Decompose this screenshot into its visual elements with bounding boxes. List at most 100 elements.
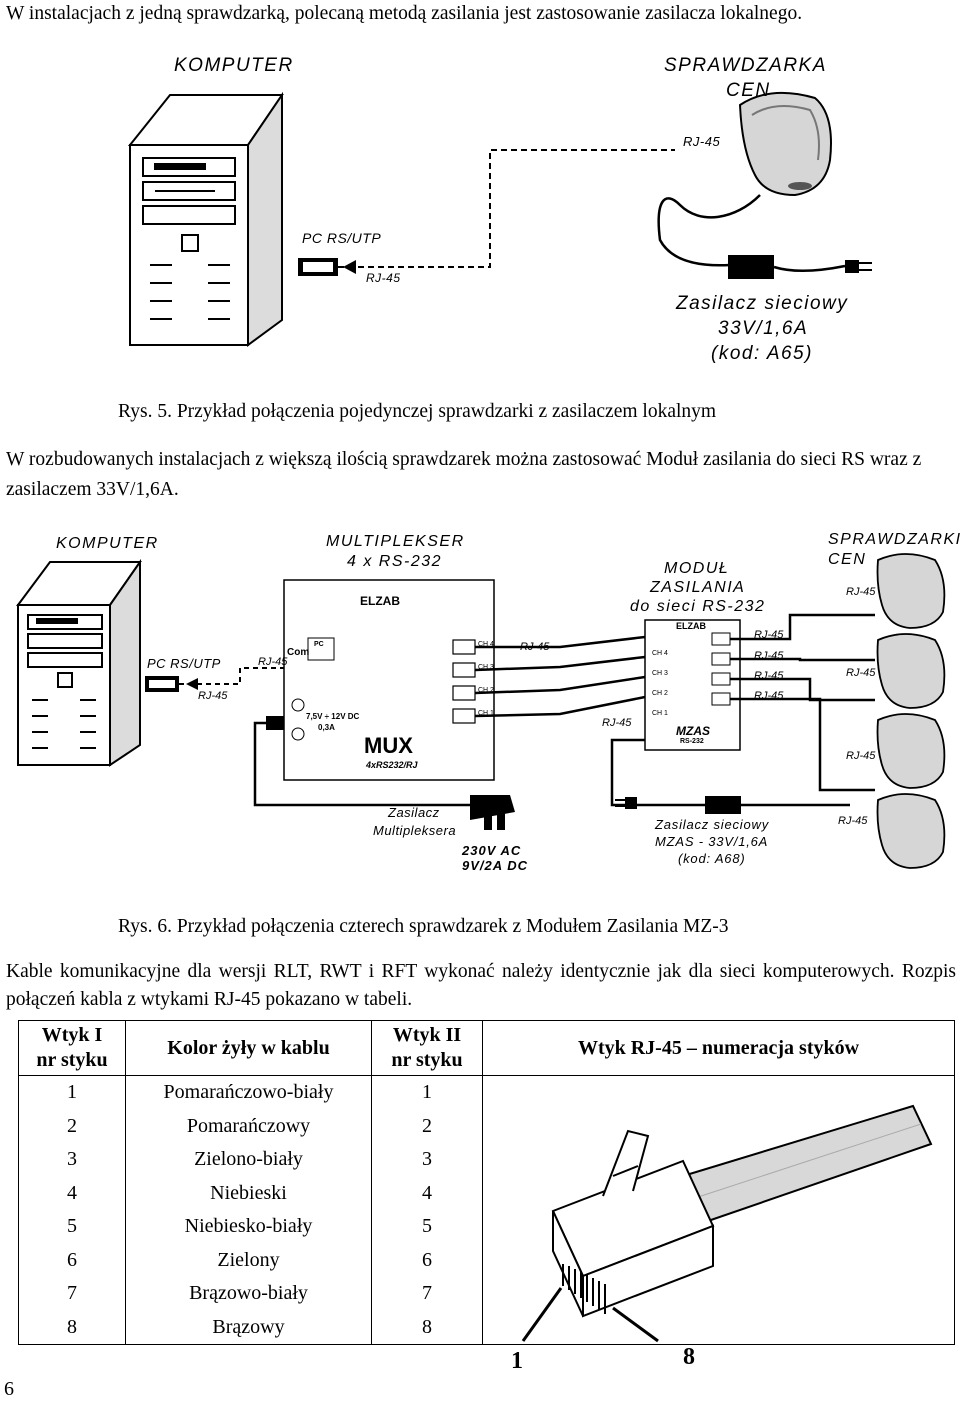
mzas-psu-label-1: Zasilacz sieciowy — [655, 817, 770, 832]
rj45-label-top: RJ-45 — [683, 134, 721, 149]
header-wire-color: Kolor żyły w kablu — [125, 1020, 372, 1076]
com-port-label: Com — [287, 647, 310, 658]
rj45-label: RJ-45 — [838, 815, 868, 827]
mux-psu-label-3: 230V AC — [462, 843, 522, 858]
rj45-label: RJ-45 — [846, 667, 876, 679]
ch2-label: CH 2 — [652, 690, 668, 697]
rj45-plug-illustration — [521, 1104, 933, 1343]
rj45-plug-illustration-cell: 1 8 — [482, 1075, 955, 1374]
checker-device — [738, 91, 832, 197]
mzas-brand: MZAS — [676, 724, 710, 738]
table-cell: 4 — [18, 1176, 126, 1210]
table-cell: 8 — [371, 1310, 483, 1346]
mux-psu-label-1: Zasilacz — [388, 805, 440, 820]
rs-connector-icon — [298, 258, 338, 276]
mzas-power-cable — [610, 738, 705, 807]
rj45-label: RJ-45 — [846, 750, 876, 762]
mzas-model: RS-232 — [680, 738, 704, 745]
computer-tower — [127, 91, 284, 347]
pc-rsutp-label-2: PC RS/UTP — [147, 656, 221, 671]
arrow-icon — [186, 678, 198, 690]
module-title-2: ZASILANIA — [650, 579, 746, 596]
plug-icon — [845, 260, 872, 273]
table-cell: 6 — [371, 1243, 483, 1277]
table-cell: 4 — [371, 1176, 483, 1210]
ch1-label: CH 1 — [478, 710, 494, 717]
mux-power-cable — [253, 721, 470, 807]
power-current-label: 0,3A — [318, 723, 335, 732]
mux-channel-ports — [452, 639, 476, 724]
pc-mux-cable — [179, 667, 284, 685]
checkers-title-1: SPRAWDZARKI — [828, 531, 960, 548]
checker-cables — [730, 613, 875, 792]
figure-5-caption: Rys. 5. Przykład połączenia pojedynczej … — [118, 401, 717, 422]
mzas-psu-label-3: (kod: A68) — [678, 851, 746, 866]
table-cell: Brązowo-biały — [125, 1276, 372, 1311]
module-title-1: MODUŁ — [664, 560, 730, 577]
rs-connector-icon — [145, 676, 179, 692]
page-number: 6 — [4, 1378, 14, 1400]
checker-subtitle: CEN — [726, 80, 771, 101]
plug-icon — [615, 797, 637, 809]
power-spec-label: 7,5V ÷ 12V DC — [306, 712, 360, 721]
ch1-label: CH 1 — [652, 710, 668, 717]
rj45-label: RJ-45 — [846, 586, 876, 598]
multiplexer-box — [266, 579, 495, 781]
figure-5-diagram — [127, 91, 872, 347]
ch2-label: CH 2 — [478, 687, 494, 694]
power-supply-icon — [728, 255, 774, 279]
table-cell: 5 — [371, 1209, 483, 1244]
rj45-label: RJ-45 — [754, 629, 784, 641]
mux-brand: MUX — [364, 733, 413, 758]
rj45-label: RJ-45 — [198, 690, 228, 702]
ch3-label: CH 3 — [652, 670, 668, 677]
table-cell: 3 — [18, 1143, 126, 1177]
table-cell: Pomarańczowy — [125, 1109, 372, 1143]
checker-title: SPRAWDZARKA — [664, 55, 827, 76]
ch3-label: CH 3 — [478, 664, 494, 671]
table-cell: 1 — [371, 1075, 483, 1110]
figure-6-diagram — [16, 553, 946, 869]
elzab-logo: ELZAB — [676, 621, 706, 631]
pc-rsutp-label: PC RS/UTP — [302, 230, 382, 246]
checker-device — [876, 553, 946, 869]
channel-cables — [474, 635, 646, 718]
rj45-label: RJ-45 — [258, 656, 288, 668]
psu-label-3: (kod: A65) — [711, 343, 813, 364]
elzab-logo: ELZAB — [360, 594, 400, 608]
arrow-icon — [343, 260, 356, 274]
rj45-label: RJ-45 — [520, 641, 550, 653]
table-cell: Niebiesko-biały — [125, 1209, 372, 1244]
computer-tower — [16, 558, 142, 767]
ch4-label: CH 4 — [652, 650, 668, 657]
table-cell: Pomarańczowo-biały — [125, 1075, 372, 1110]
power-cable — [657, 194, 761, 267]
pc-port-label: PC — [314, 641, 324, 648]
header-rj45-numbering: Wtyk RJ-45 – numeracja styków — [482, 1020, 955, 1076]
rj45-label: RJ-45 — [602, 717, 632, 729]
computer-label-2: KOMPUTER — [56, 535, 159, 552]
mzas-box — [644, 619, 741, 751]
mzas-psu-label-2: MZAS - 33V/1,6A — [655, 834, 769, 849]
psu-label-2: 33V/1,6A — [718, 318, 809, 339]
intro-paragraph: W instalacjach z jedną sprawdzarką, pole… — [6, 3, 803, 24]
rj45-label-bottom: RJ-45 — [366, 271, 401, 285]
table-cell: 6 — [18, 1243, 126, 1277]
rj45-label: RJ-45 — [754, 650, 784, 662]
figure-6-caption: Rys. 6. Przykład połączenia czterech spr… — [118, 916, 729, 937]
table-cell: 2 — [371, 1109, 483, 1143]
mux-psu-icon — [470, 795, 515, 830]
table-cell: Brązowy — [125, 1310, 372, 1346]
computer-label: KOMPUTER — [174, 55, 294, 76]
pin-last-label: 8 — [683, 1344, 695, 1370]
mux-title-2: 4 x RS-232 — [347, 553, 443, 570]
table-cell: 3 — [371, 1143, 483, 1177]
rj45-label: RJ-45 — [754, 690, 784, 702]
mux-psu-label-4: 9V/2A DC — [462, 858, 529, 873]
rj45-label: RJ-45 — [754, 670, 784, 682]
module-title-3: do sieci RS-232 — [630, 598, 766, 615]
table-cell: Zielono-biały — [125, 1143, 372, 1177]
pin-first-label: 1 — [511, 1348, 523, 1374]
